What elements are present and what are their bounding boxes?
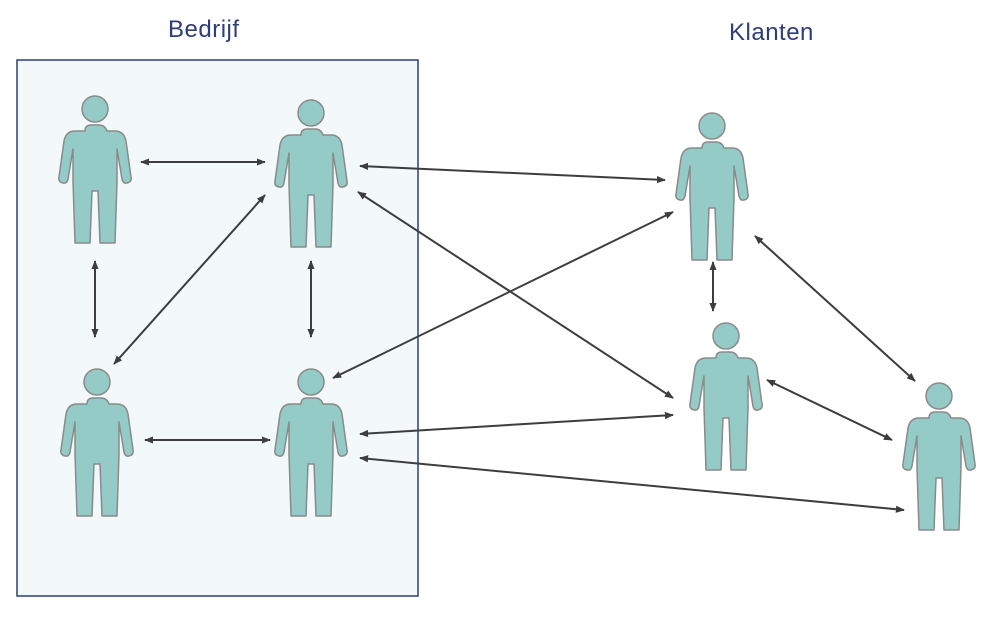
people [58,95,976,531]
connection-c2-k1 [359,162,666,184]
connections [91,158,916,513]
person-body [902,411,976,531]
person-icon-k1 [675,112,749,261]
person-head [81,95,109,123]
person-head [83,368,111,396]
group-label-customers: Klanten [729,19,814,46]
person-body [675,141,749,261]
connection-c4-k3 [359,455,905,513]
connection-c4-k1 [332,211,674,379]
person-body [60,397,134,517]
person-head [925,382,953,410]
connection-c4-k2 [359,411,674,438]
person-icon-c3 [60,368,134,517]
person-body [274,128,348,248]
person-head [297,368,325,396]
person-icon-c4 [274,368,348,517]
person-icon-c1 [58,95,132,244]
person-head [712,322,740,350]
group-label-company: Bedrijf [168,16,240,43]
person-body [58,124,132,244]
person-icon-k2 [689,322,763,471]
connection-k2-k3 [766,379,893,441]
person-icon-c2 [274,99,348,248]
person-head [297,99,325,127]
person-head [698,112,726,140]
person-body [689,351,763,471]
connection-c2-c3 [113,194,266,365]
person-body [274,397,348,517]
person-icon-k3 [902,382,976,531]
connection-k1-k3 [754,235,916,382]
